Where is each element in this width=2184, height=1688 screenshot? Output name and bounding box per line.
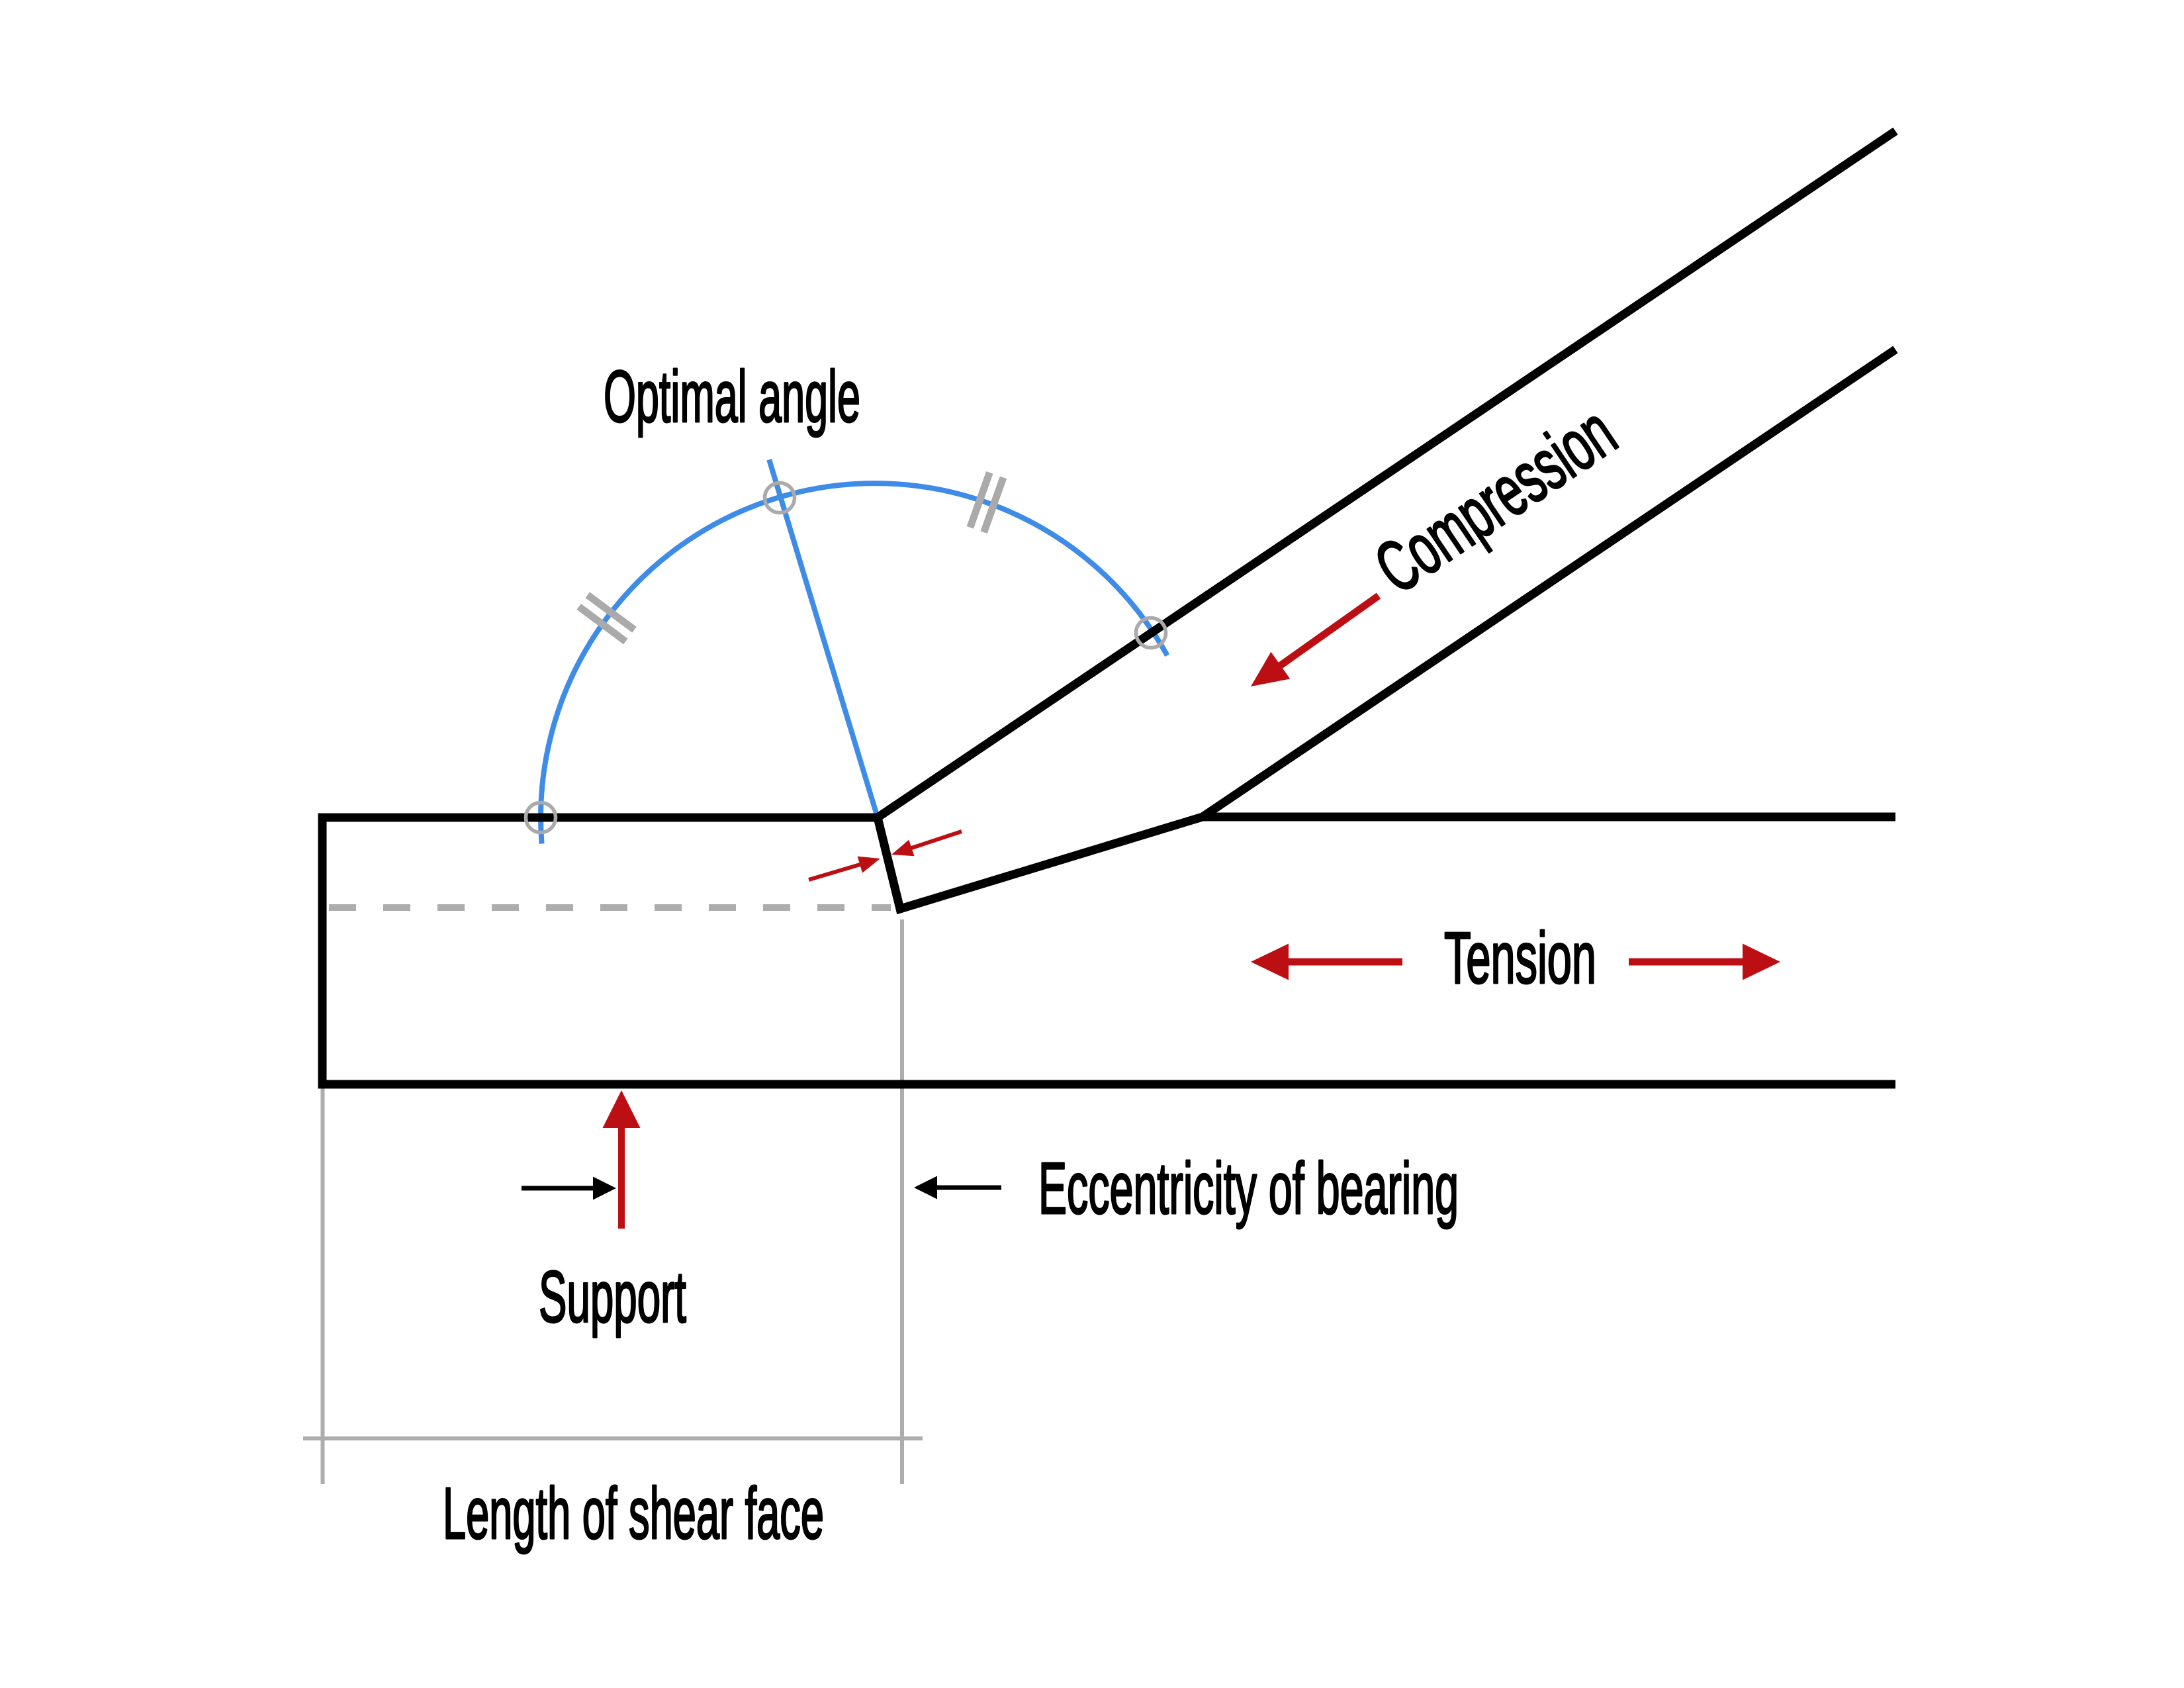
svg-text:Tension: Tension <box>1444 917 1596 999</box>
svg-text:Support: Support <box>539 1256 686 1338</box>
svg-text:Length of shear face: Length of shear face <box>443 1473 824 1554</box>
svg-text:Eccentricity of bearing: Eccentricity of bearing <box>1038 1148 1459 1229</box>
svg-text:Optimal angle: Optimal angle <box>604 356 860 438</box>
